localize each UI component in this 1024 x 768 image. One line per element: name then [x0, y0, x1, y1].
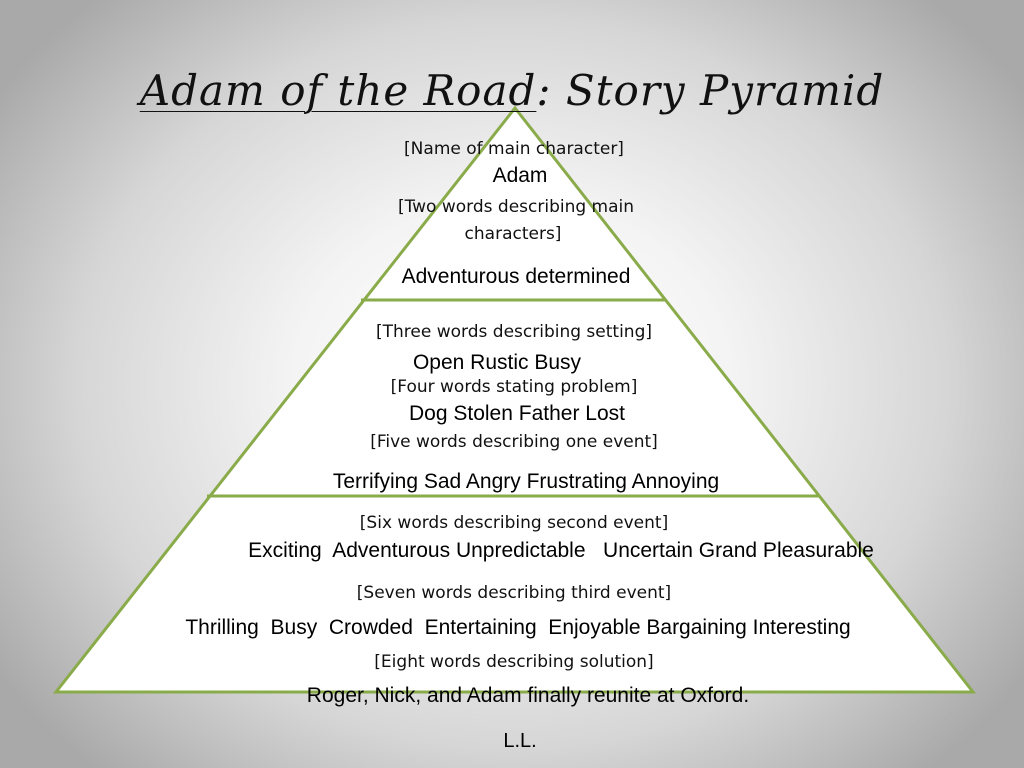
- answer-problem: Dog Stolen Father Lost: [409, 402, 625, 425]
- answer-setting: Open Rustic Busy: [412, 351, 582, 374]
- answer-event-three: Thrilling Busy Crowded Entertaining Enjo…: [185, 616, 851, 639]
- title-book-name: Adam of the Road: [139, 66, 537, 115]
- answer-event-two: Exciting Adventurous Unpredictable Uncer…: [248, 539, 874, 562]
- pyramid-shape: [52, 105, 977, 694]
- title-suffix: : Story Pyramid: [536, 66, 885, 115]
- prompt-main-character: [Name of main character]: [404, 139, 624, 159]
- prompt-solution: [Eight words describing solution]: [374, 652, 654, 672]
- slide-title: Adam of the Road: Story Pyramid: [0, 66, 1024, 115]
- author-initials: L.L.: [503, 730, 537, 752]
- answer-character-words: Adventurous determined: [401, 265, 631, 288]
- answer-event-one: Terrifying Sad Angry Frustrating Annoyin…: [332, 470, 720, 493]
- answer-solution: Roger, Nick, and Adam finally reunite at…: [306, 684, 750, 707]
- prompt-setting: [Three words describing setting]: [376, 322, 652, 342]
- answer-main-character: Adam: [492, 164, 548, 187]
- prompt-event-two: [Six words describing second event]: [359, 513, 669, 533]
- prompt-problem: [Four words stating problem]: [390, 377, 638, 397]
- prompt-character-words-line1: [Two words describing main: [397, 197, 635, 217]
- prompt-event-three: [Seven words describing third event]: [356, 583, 672, 603]
- prompt-character-words-line2: characters]: [464, 224, 562, 244]
- prompt-event-one: [Five words describing one event]: [370, 432, 658, 452]
